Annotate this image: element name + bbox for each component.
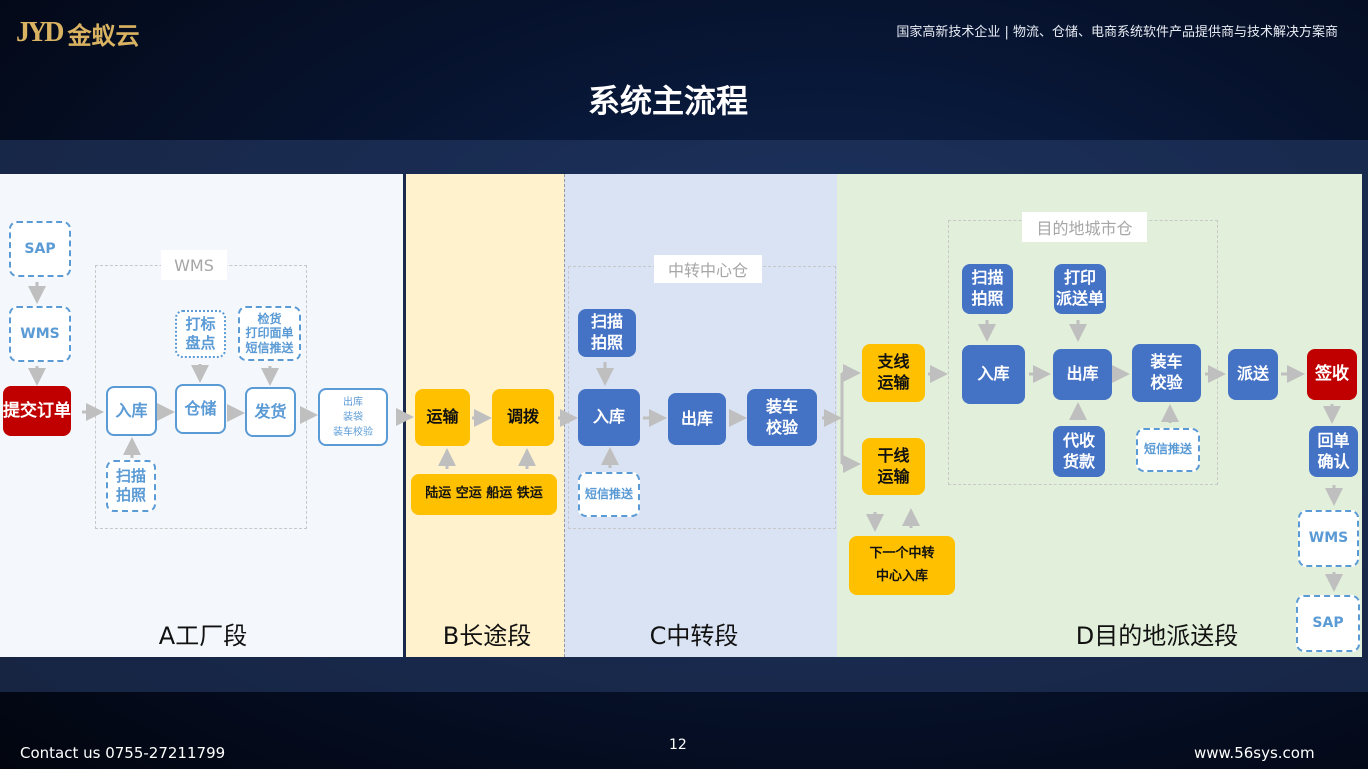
storage-box: 仓储 — [175, 384, 226, 434]
next-transfer-box: 下一个中转 中心入库 — [849, 536, 955, 595]
wms-box: WMS — [1298, 510, 1359, 567]
sms-push-box: 短信推送 — [578, 472, 640, 517]
segment-c-title: C中转段 — [649, 622, 739, 650]
tagline: 国家高新技术企业 | 物流、仓储、电商系统软件产品提供商与技术解决方案商 — [896, 25, 1338, 40]
logo: JYD 金蚁云 — [16, 12, 176, 54]
website-link[interactable]: www.56sys.com — [1194, 744, 1315, 762]
inbound-box: 入库 — [578, 389, 640, 446]
check-print-sms-box: 检货 打印面单 短信推送 — [238, 306, 301, 361]
outbound-box: 出库 — [1053, 349, 1112, 400]
transport-box: 运输 — [415, 389, 470, 446]
submit-order-box: 提交订单 — [3, 386, 71, 436]
deliver-box: 派送 — [1228, 349, 1278, 400]
city-warehouse-label: 目的地城市仓 — [1022, 212, 1147, 242]
print-delivery-note-box: 打印 派送单 — [1054, 264, 1106, 314]
transfer-center-label: 中转中心仓 — [654, 255, 762, 283]
contact-info: Contact us 0755-27211799 — [20, 744, 226, 762]
logo-text: 金蚁云 — [67, 21, 140, 50]
wms-group-label: WMS — [161, 250, 227, 280]
segment-d-title: D目的地派送段 — [1075, 622, 1239, 650]
inbound-box: 入库 — [106, 386, 157, 436]
logo-mark: JYD — [16, 17, 64, 48]
page-number: 12 — [669, 737, 687, 753]
scan-photo-box: 扫描 拍照 — [106, 460, 156, 512]
segment-b-title: B长途段 — [442, 622, 532, 650]
trunk-transport-box: 干线 运输 — [862, 438, 925, 495]
outbound-box: 出库 — [668, 393, 726, 445]
branch-transport-box: 支线 运输 — [862, 344, 925, 402]
transport-modes-box: 陆运 空运 船运 铁运 — [411, 474, 557, 515]
scan-photo-box: 扫描 拍照 — [962, 264, 1013, 314]
page-title: 系统主流程 — [587, 82, 748, 120]
dispatch-box: 调拨 — [492, 389, 554, 446]
ship-box: 发货 — [245, 387, 296, 437]
outbound-pack-box: 出库 装袋 装车校验 — [318, 388, 388, 446]
sign-box: 签收 — [1307, 349, 1357, 400]
cod-box: 代收 货款 — [1053, 426, 1105, 477]
sms-push-box: 短信推送 — [1136, 428, 1200, 472]
sap-box: SAP — [1296, 595, 1360, 652]
scan-photo-box: 扫描 拍照 — [578, 309, 636, 357]
inbound-box: 入库 — [962, 345, 1025, 404]
sap-box: SAP — [9, 221, 71, 277]
wms-box: WMS — [9, 306, 71, 362]
load-check-box: 装车 校验 — [747, 389, 817, 446]
label-count-box: 打标 盘点 — [175, 310, 226, 358]
segment-a-title: A工厂段 — [158, 622, 248, 650]
load-check-box: 装车 校验 — [1132, 344, 1201, 402]
receipt-confirm-box: 回单 确认 — [1309, 426, 1358, 477]
